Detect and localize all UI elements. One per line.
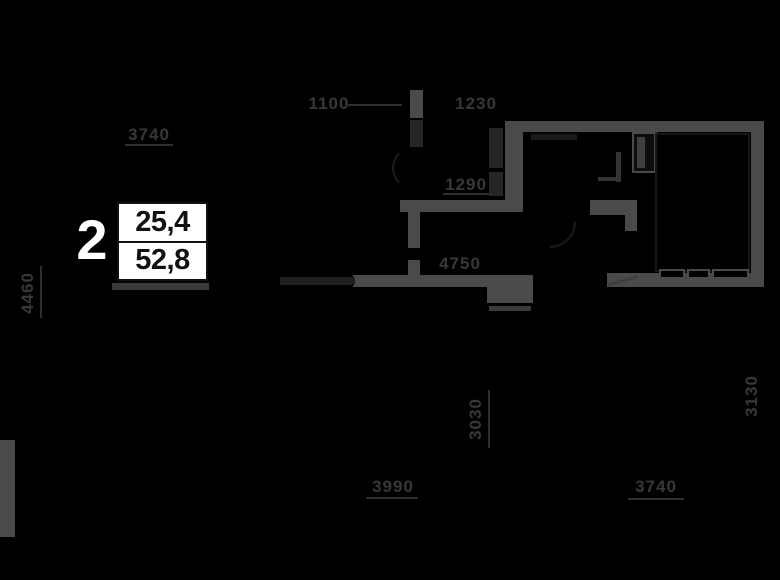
vent-shaft xyxy=(632,132,656,173)
wall-kitchen-partition-v xyxy=(616,152,621,182)
wall-bath-partition-upper xyxy=(489,128,503,168)
dimline-left-vertical xyxy=(40,266,42,318)
dimension-balcony-height: 3030 xyxy=(466,398,485,440)
dimension-bath-width: 1290 xyxy=(445,175,487,194)
dimension-top-bath: 1230 xyxy=(455,94,497,113)
entry-door-arc xyxy=(392,146,436,190)
dimension-hall-width: 4750 xyxy=(439,254,481,273)
dimline-bath xyxy=(443,193,491,195)
room-inner-edge xyxy=(655,133,750,272)
wall-bottom-left xyxy=(353,275,533,287)
wall-entry-upper xyxy=(410,90,423,118)
area-badge: 25,4 52,8 xyxy=(117,202,208,281)
building-edge-left xyxy=(0,440,15,537)
dimension-bottom-left: 3990 xyxy=(372,477,414,496)
wall-mid-left xyxy=(400,200,523,212)
living-area-value: 25,4 xyxy=(119,204,206,243)
wall-hall-left-lower xyxy=(408,260,420,287)
kitchen-window-mark xyxy=(531,134,577,140)
dimension-left-height: 4460 xyxy=(18,272,37,314)
wall-kitchen-partition-h xyxy=(598,177,618,181)
dimline-bottom-right xyxy=(628,498,684,500)
dimline-top-hall xyxy=(348,104,402,106)
total-area-value: 52,8 xyxy=(135,244,190,277)
dimension-room-height: 3130 xyxy=(742,375,761,417)
hall-door-arc xyxy=(513,185,587,259)
wall-bottom-left-faint xyxy=(280,277,355,285)
window-pane-3 xyxy=(712,269,749,279)
dimline-bottom-left xyxy=(366,497,418,499)
vent-shaft-duct xyxy=(637,137,645,168)
wall-bath-partition-lower xyxy=(489,172,503,196)
wall-mid-stub xyxy=(625,215,637,231)
dimension-top-left: 3740 xyxy=(128,125,170,144)
window-pane-1 xyxy=(659,269,685,279)
dimension-bottom-right: 3740 xyxy=(635,477,677,496)
wall-bath-right xyxy=(505,121,523,205)
wall-top xyxy=(505,121,764,132)
balcony-rail xyxy=(489,306,531,311)
dimension-top-hall: 1100 xyxy=(308,94,350,113)
wall-mid-right xyxy=(590,200,637,215)
room-count: 2 xyxy=(76,208,108,271)
wall-right xyxy=(751,121,764,287)
wall-hall-left-upper xyxy=(408,212,420,248)
balcony-wall xyxy=(487,287,533,303)
window-pane-2 xyxy=(687,269,710,279)
dimline-top-left xyxy=(125,144,173,146)
badge-shadow xyxy=(112,283,209,290)
wall-entry-jamb xyxy=(410,120,423,147)
dimline-balcony-vertical xyxy=(488,390,490,448)
